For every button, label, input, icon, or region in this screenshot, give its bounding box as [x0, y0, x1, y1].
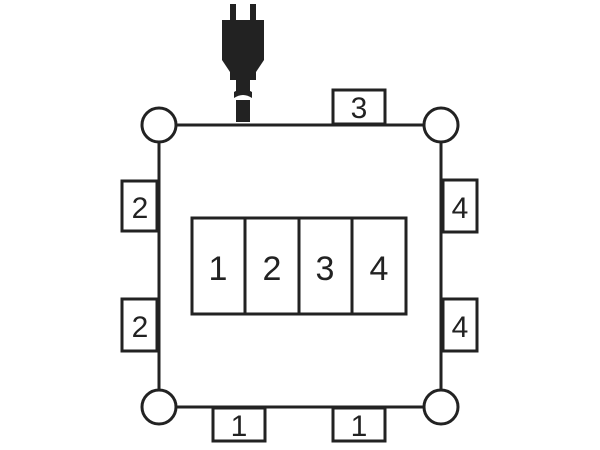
- outlet-top-1: 3: [331, 88, 387, 126]
- outlet-label: 1: [351, 410, 368, 443]
- corner-node-top-left: [140, 106, 178, 144]
- outlet-label: 2: [132, 311, 149, 344]
- corner-node-top-right: [422, 106, 460, 144]
- corner-node-bottom-right: [422, 388, 460, 426]
- outlet-bottom-2: 1: [331, 406, 387, 443]
- panel-slot-label: 1: [209, 250, 228, 288]
- outlet-right-2: 4: [441, 297, 479, 353]
- outlet-left-2: 2: [120, 297, 159, 353]
- outlet-label: 4: [452, 311, 469, 344]
- outlet-bottom-1: 1: [211, 406, 267, 443]
- outlet-label: 2: [132, 192, 149, 225]
- central-breaker-panel: 1 2 3 4: [190, 216, 408, 316]
- outlet-label: 4: [452, 192, 469, 225]
- frame-outline: [157, 123, 443, 409]
- outlet-left-1: 2: [120, 179, 159, 233]
- panel-slot-label: 4: [370, 250, 389, 288]
- outlet-right-1: 4: [441, 178, 479, 234]
- outlet-label: 3: [351, 92, 368, 125]
- panel-slot-label: 2: [263, 250, 282, 288]
- panel-slot-label: 3: [316, 250, 335, 288]
- power-plug-icon: [222, 4, 264, 122]
- outlet-label: 1: [231, 410, 248, 443]
- corner-node-bottom-left: [140, 388, 178, 426]
